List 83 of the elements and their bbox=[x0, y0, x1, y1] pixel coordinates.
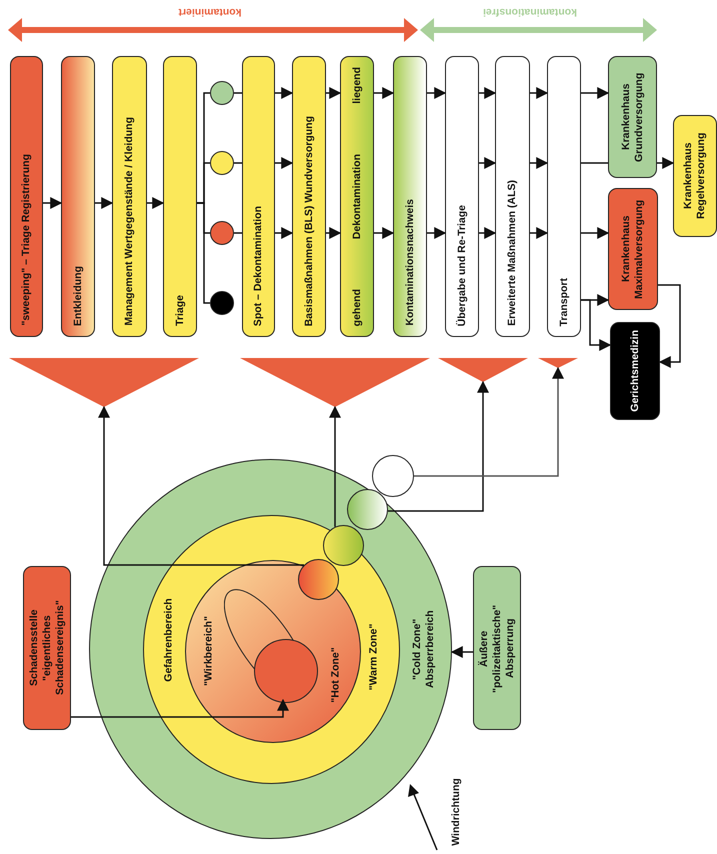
box-label: Schadensstelle "eigentliches Schadensereignis" bbox=[28, 600, 66, 698]
process-box bbox=[112, 56, 147, 337]
area-ellipse bbox=[224, 589, 320, 703]
step-label: "sweeping" – Triage Registrierung bbox=[20, 154, 33, 326]
zone-label: "Wirkbereich" bbox=[202, 616, 216, 686]
box-label: Gerichtsmedizin bbox=[628, 330, 642, 412]
zone-label: "Warm Zone" bbox=[368, 624, 380, 690]
step-label: Basismaßnahmen (BLS) Wundversorgung bbox=[302, 116, 316, 326]
arrow bbox=[275, 227, 294, 239]
step-label: Transport bbox=[558, 278, 570, 326]
zone-label: Gefahrenbereich bbox=[162, 598, 176, 682]
process-box bbox=[163, 56, 197, 337]
arrow bbox=[530, 227, 548, 239]
rounded-box bbox=[608, 188, 658, 310]
arrow bbox=[479, 87, 496, 99]
arrow bbox=[275, 157, 294, 169]
process-box bbox=[10, 56, 43, 337]
funnel-triangle bbox=[9, 358, 199, 407]
note-label: kontaminationsfrei bbox=[483, 6, 577, 18]
box-label: Krankenhaus Grundversorgung bbox=[620, 71, 646, 164]
step-label: Spot – Dekontamination bbox=[252, 206, 265, 326]
arrow bbox=[450, 646, 473, 658]
arrow bbox=[326, 227, 342, 239]
arrow bbox=[479, 227, 496, 239]
step-label: gehend bbox=[350, 288, 364, 326]
arrow bbox=[71, 698, 289, 718]
zone-label: "Cold Zone" Absperrbereich bbox=[411, 609, 437, 690]
process-box bbox=[445, 56, 479, 337]
step-label: Entkleidung bbox=[72, 266, 84, 326]
funnel-triangle bbox=[538, 358, 578, 368]
arrow bbox=[147, 197, 164, 209]
arrow bbox=[388, 380, 489, 512]
step-label: Erweiterte Maßnahmen (ALS) bbox=[506, 180, 519, 326]
process-box bbox=[61, 56, 95, 337]
box-label: Krankenhaus Regelversorgung bbox=[682, 132, 708, 222]
step-label: liegend bbox=[350, 67, 364, 104]
process-box bbox=[242, 56, 275, 337]
funnel-triangle bbox=[438, 358, 528, 382]
arrow bbox=[374, 87, 394, 99]
circle-marker bbox=[210, 221, 234, 245]
circle-marker bbox=[210, 151, 234, 175]
circle-marker bbox=[210, 81, 234, 105]
arrow bbox=[530, 157, 548, 169]
process-box bbox=[340, 56, 374, 337]
arrow bbox=[374, 227, 394, 239]
arrow bbox=[479, 157, 496, 169]
step-label: Management Wertgegenstände / Kleidung bbox=[123, 117, 136, 326]
note-label: kontaminiert bbox=[178, 6, 242, 18]
arrow bbox=[275, 87, 294, 99]
rounded-box bbox=[610, 322, 660, 420]
arrow bbox=[581, 299, 612, 351]
arrow bbox=[427, 227, 446, 239]
arrow bbox=[427, 87, 446, 99]
step-label: Dekontamination bbox=[350, 154, 364, 239]
process-box bbox=[292, 56, 326, 337]
arrow bbox=[658, 284, 681, 368]
funnel-triangle bbox=[240, 358, 430, 407]
note-label: Windrichtung bbox=[450, 778, 462, 846]
rounded-box bbox=[673, 115, 717, 237]
arrow bbox=[43, 197, 62, 209]
rounded-box bbox=[23, 566, 71, 730]
arrow bbox=[98, 406, 304, 566]
arrow bbox=[581, 87, 610, 99]
arrow bbox=[329, 406, 341, 527]
step-label: Triage bbox=[174, 295, 186, 326]
process-box bbox=[547, 56, 581, 337]
step-label: Übergabe und Re-Triage bbox=[456, 204, 468, 326]
box-label: Krankenhaus Maximalversorgung bbox=[620, 198, 646, 301]
step-label: Kontaminationsnachweis bbox=[404, 199, 416, 326]
process-box bbox=[495, 56, 530, 337]
arrow bbox=[657, 157, 674, 169]
process-box bbox=[393, 56, 427, 337]
rounded-box bbox=[473, 566, 521, 730]
arrow bbox=[326, 87, 342, 99]
zone-label: "Hot Zone" bbox=[330, 647, 342, 703]
arrow bbox=[581, 227, 610, 239]
circle-marker bbox=[210, 291, 234, 315]
arrow bbox=[414, 366, 564, 477]
arrow bbox=[95, 197, 114, 209]
circle-marker bbox=[372, 455, 414, 497]
arrow bbox=[530, 87, 548, 99]
box-label: Äußere "polizeitaktische" Absperrung bbox=[478, 602, 516, 694]
rounded-box bbox=[608, 56, 657, 178]
